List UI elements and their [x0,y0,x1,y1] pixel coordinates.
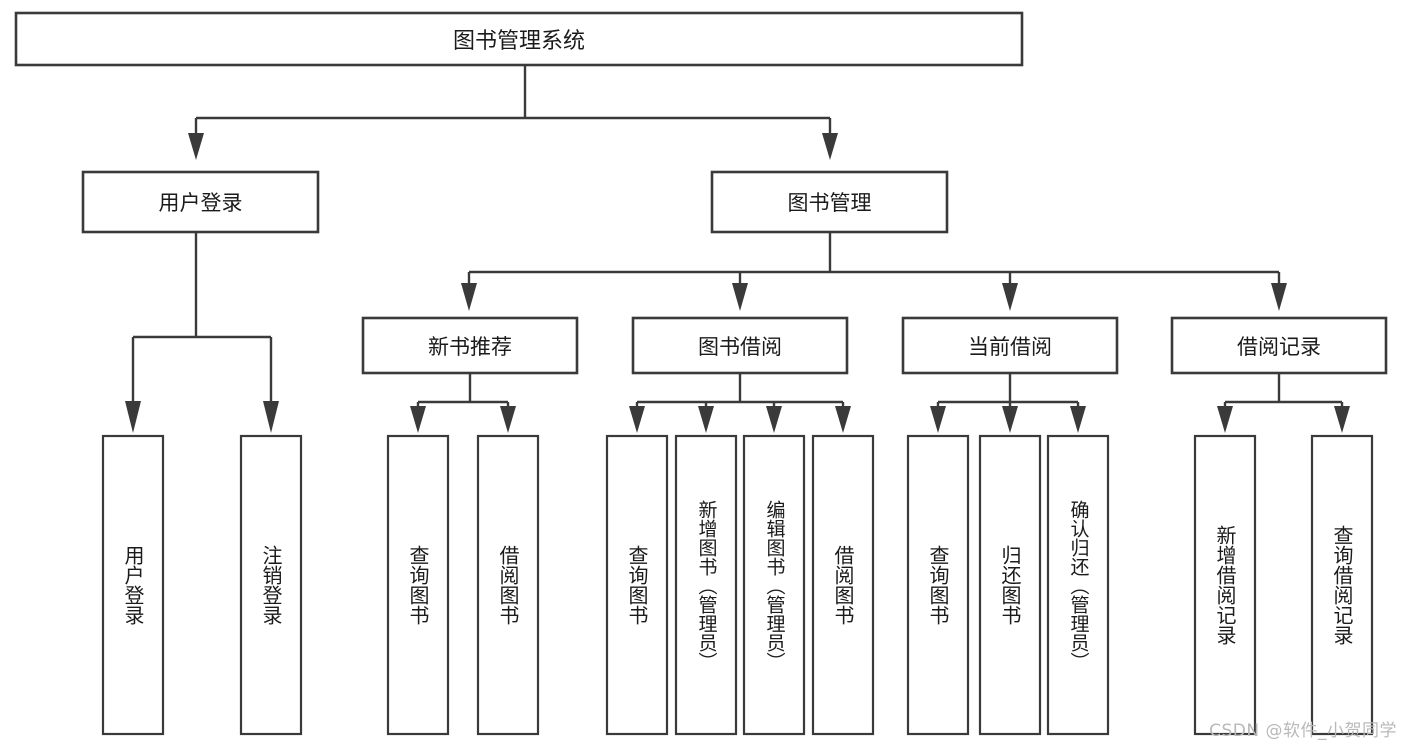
node-leaf-query-book-3-box[interactable] [906,434,970,736]
arrowhead-leaf-query-book-1-icon [410,406,426,433]
arrowhead-leaf-return-book-icon [1002,406,1018,433]
arrowhead-book-borrow-icon [732,283,748,311]
arrowhead-leaf-query-record-icon [1334,406,1350,433]
node-leaf-logout-box[interactable] [239,434,303,736]
csdn-watermark: CSDN @软件_小贺同学 [1209,721,1397,741]
node-leaf-query-book-1-box[interactable] [386,434,450,736]
node-borrow-record-box[interactable] [1170,316,1388,375]
arrowhead-new-book-rec-icon [461,283,477,311]
node-leaf-query-book-2-box[interactable] [605,434,669,736]
arrowhead-user-login-icon [188,133,204,160]
node-leaf-add-record-box[interactable] [1193,434,1257,736]
arrowhead-leaf-user-login-icon [125,401,141,433]
arrowhead-leaf-confirm-return-icon [1070,406,1086,433]
arrowhead-leaf-edit-book-icon [766,406,782,433]
node-leaf-edit-book-box[interactable] [742,434,806,736]
node-root-box[interactable] [14,11,1024,67]
node-book-manage-box[interactable] [710,170,949,234]
arrowhead-leaf-add-record-icon [1217,406,1233,433]
node-new-book-rec-box[interactable] [361,316,579,375]
node-leaf-user-login-box[interactable] [101,434,165,736]
node-book-borrow-box[interactable] [631,316,849,375]
node-leaf-borrow-book-2-box[interactable] [811,434,875,736]
node-leaf-return-book-box[interactable] [978,434,1042,736]
arrowhead-current-borrow-icon [1002,283,1018,311]
arrowhead-leaf-borrow-book-2-icon [835,406,851,433]
arrowhead-leaf-query-book-2-icon [629,406,645,433]
node-leaf-borrow-book-1-box[interactable] [476,434,540,736]
arrowhead-leaf-logout-icon [263,401,279,433]
arrowhead-leaf-borrow-book-1-icon [500,406,516,433]
node-leaf-add-book-box[interactable] [674,434,738,736]
arrowhead-book-manage-icon [822,133,838,160]
arrowhead-leaf-add-book-icon [698,406,714,433]
node-leaf-query-record-box[interactable] [1310,434,1374,736]
arrowhead-leaf-query-book-3-icon [930,406,946,433]
node-leaf-confirm-return-box[interactable] [1046,434,1110,736]
node-current-borrow-box[interactable] [901,316,1119,375]
arrowhead-borrow-record-icon [1271,283,1287,311]
node-user-login-box[interactable] [81,170,320,234]
